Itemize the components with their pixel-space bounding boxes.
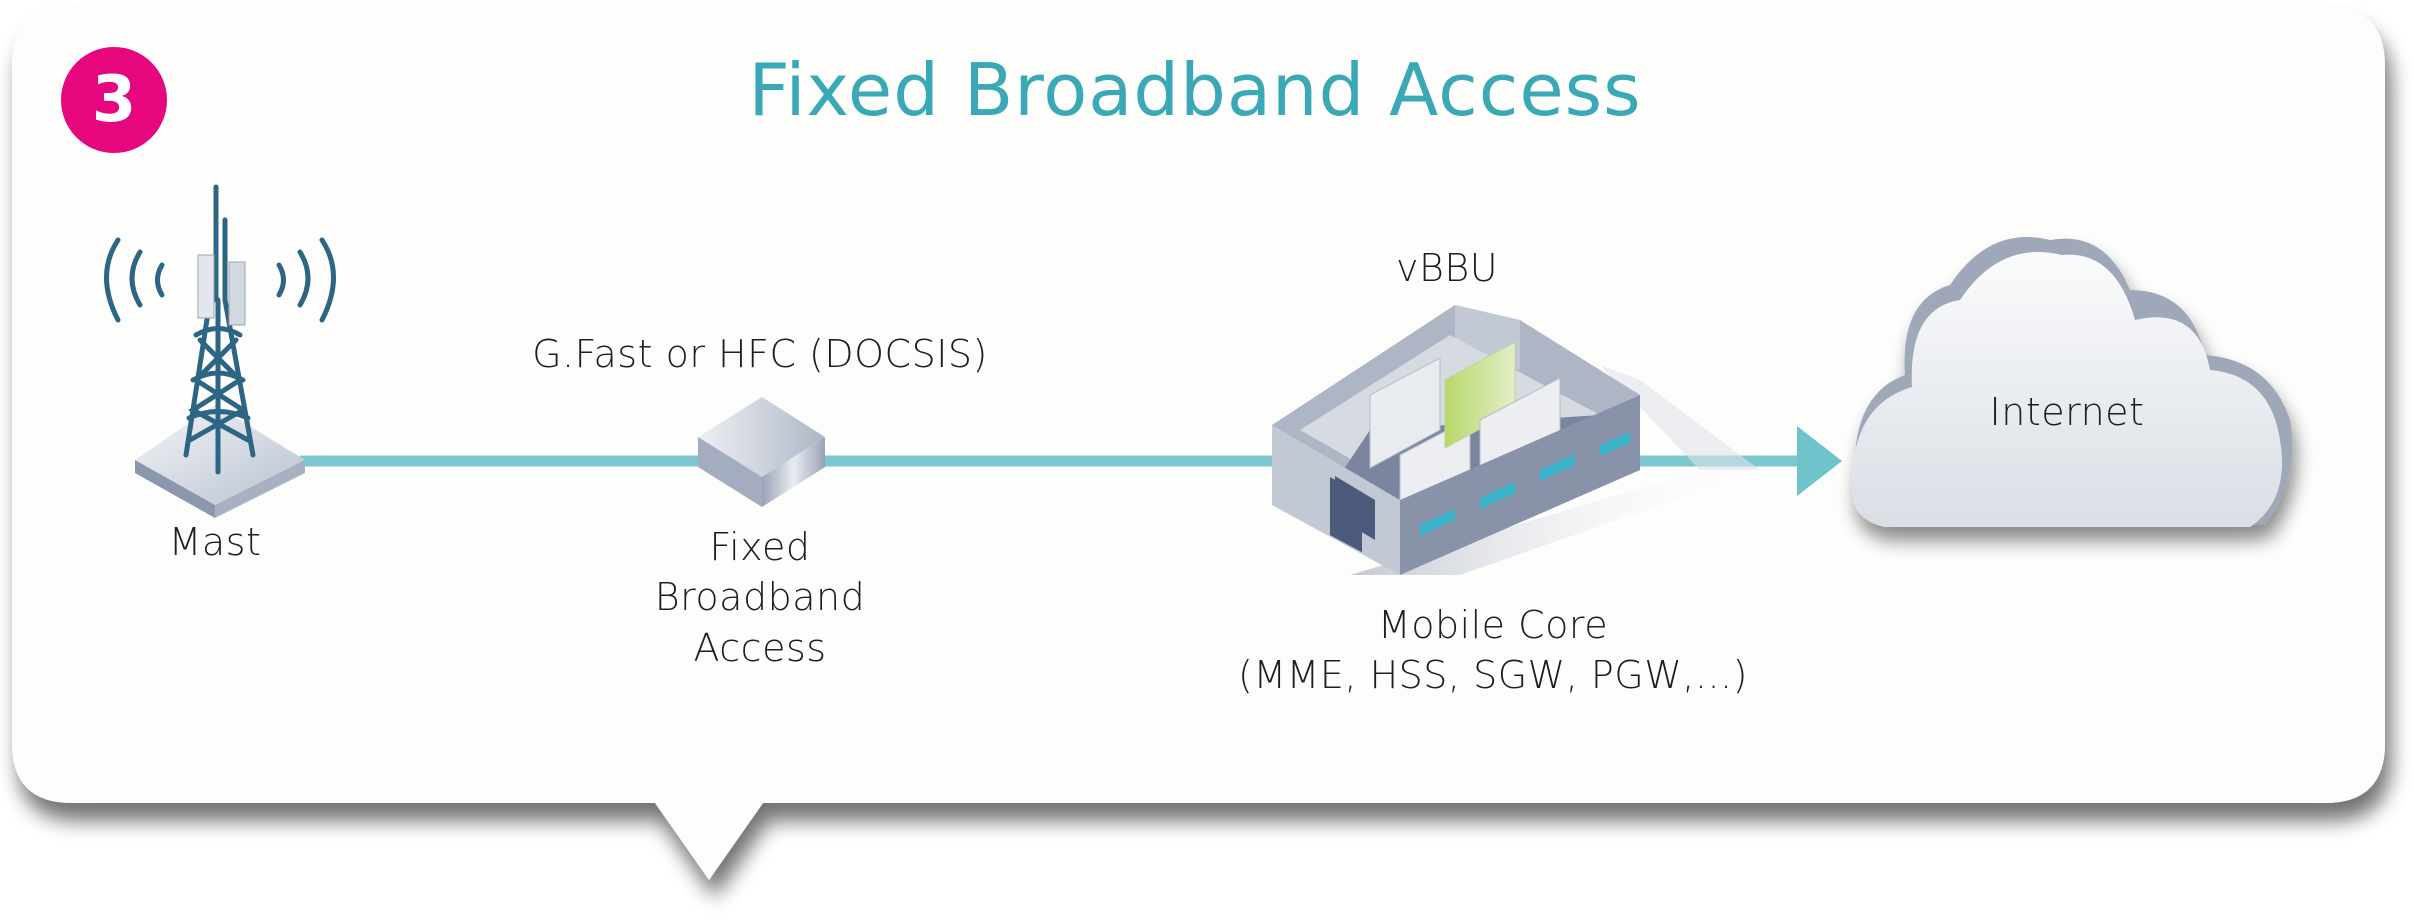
fixed-access-label-line-3: Access <box>693 626 827 670</box>
vbbu-label: vBBU <box>1395 246 1499 290</box>
access-device-icon <box>698 397 825 507</box>
internet-label: Internet <box>1989 390 2145 434</box>
step-badge: 3 <box>61 47 167 153</box>
fixed-access-label-line-2: Broadband <box>654 575 866 619</box>
cloud-icon <box>1851 237 2293 527</box>
page-title: Fixed Broadband Access <box>748 48 1642 132</box>
data-center-icon <box>1272 305 1760 575</box>
cell-tower-icon <box>104 184 336 518</box>
fixed-access-label-line-1: Fixed <box>709 525 811 569</box>
mobile-core-label-line-1: Mobile Core <box>1377 603 1609 647</box>
mobile-core-label-line-2: (MME, HSS, SGW, PGW,...) <box>1238 653 1748 697</box>
arrow-head-icon <box>1797 426 1842 496</box>
link-label: G.Fast or HFC (DOCSIS) <box>532 332 988 376</box>
mast-label: Mast <box>168 520 262 564</box>
